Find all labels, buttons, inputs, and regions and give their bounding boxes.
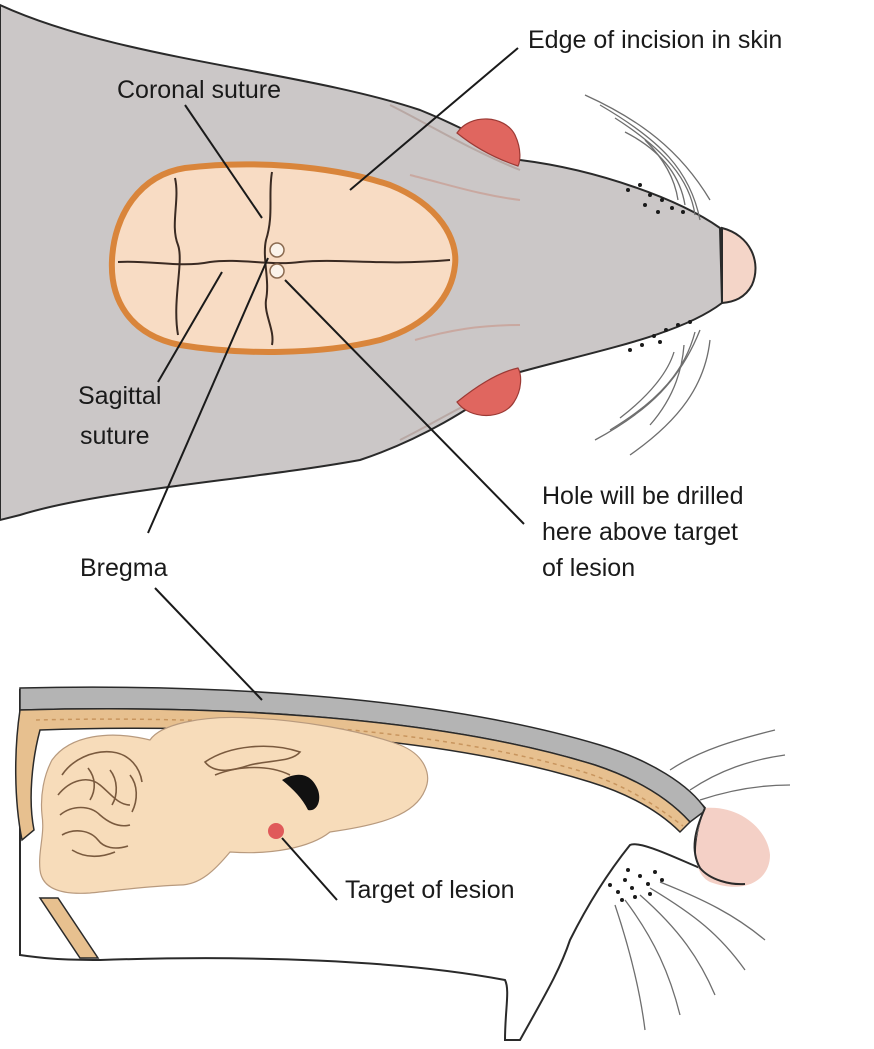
label-bregma: Bregma <box>80 554 168 582</box>
whisker-pad-side <box>608 868 664 902</box>
drill-site-circle <box>270 243 284 257</box>
label-edge-of-incision: Edge of incision in skin <box>528 26 782 54</box>
label-target-of-lesion: Target of lesion <box>345 876 515 904</box>
exposed-skull-incision <box>112 164 455 352</box>
label-sagittal-line2: suture <box>80 422 149 450</box>
label-hole-line1: Hole will be drilled <box>542 482 743 510</box>
nose-top-view <box>722 228 755 303</box>
label-hole-line2: here above target <box>542 518 738 546</box>
lesion-target-dot <box>268 823 284 839</box>
sagittal-view-rat-head: Target of lesion <box>16 588 790 1040</box>
label-sagittal-line1: Sagittal <box>78 382 161 410</box>
leader-bregma-side <box>155 588 262 700</box>
dorsal-view-rat-head: Edge of incision in skin Coronal suture … <box>0 5 782 582</box>
label-coronal-suture: Coronal suture <box>117 76 281 104</box>
bregma-circle <box>270 264 284 278</box>
label-hole-line3: of lesion <box>542 554 635 582</box>
